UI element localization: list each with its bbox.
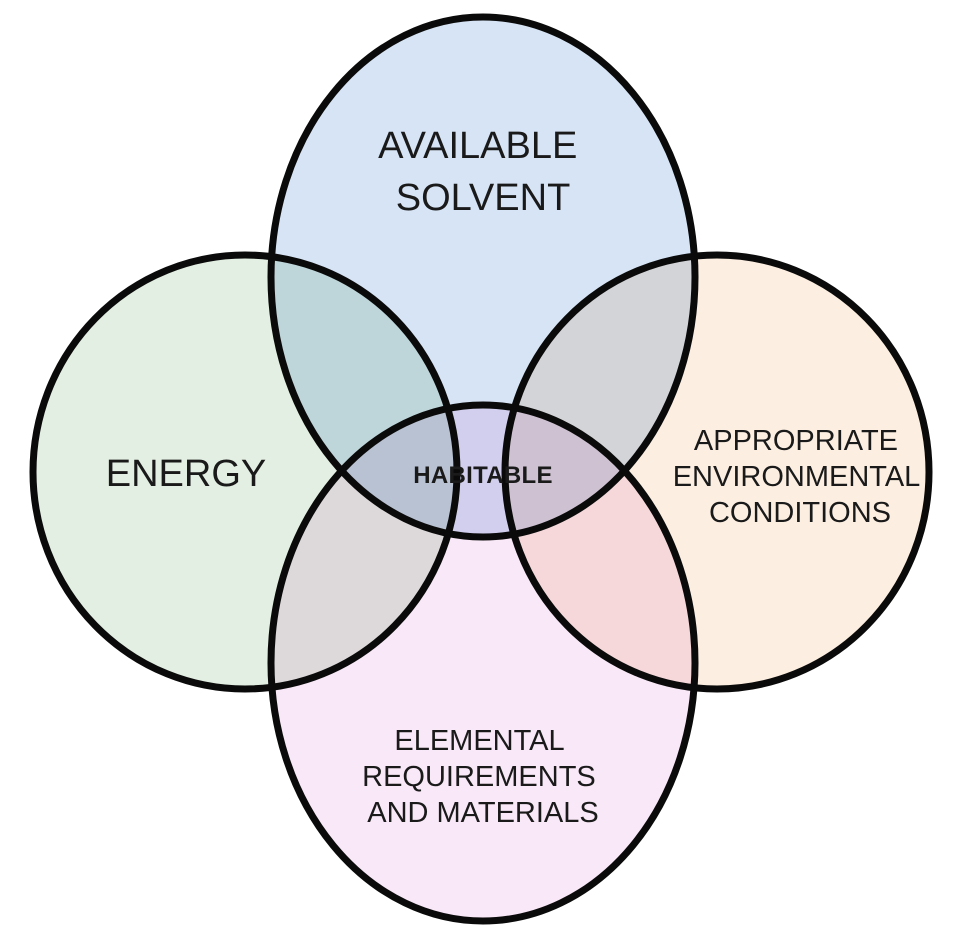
- venn-outline-layer: [29, 13, 933, 925]
- set-label-energy-line1: ENERGY: [106, 453, 266, 495]
- venn-fill-layer: [33, 17, 929, 921]
- set-label-available-solvent: AVAILABLE SOLVENT: [378, 125, 588, 219]
- set-label-available-solvent-line1: AVAILABLE: [378, 125, 577, 167]
- set-label-elemental-requirements-and-materials: ELEMENTAL REQUIREMENTS AND MATERIALS: [362, 725, 604, 829]
- set-label-elemental-requirements-and-materials-line2: REQUIREMENTS: [362, 761, 596, 793]
- set-outline-elemental-requirements-and-materials[interactable]: [267, 401, 699, 925]
- intersection-label-habitable: HABITABLE: [413, 462, 553, 489]
- set-label-appropriate-environmental-conditions-line1: APPROPRIATE: [694, 425, 898, 457]
- set-outline-energy[interactable]: [29, 251, 461, 693]
- venn-label-layer: AVAILABLE SOLVENT ENERGY APPROPRIATE ENV…: [106, 125, 928, 829]
- set-label-available-solvent-line2: SOLVENT: [396, 177, 571, 219]
- set-label-elemental-requirements-and-materials-line1: ELEMENTAL: [394, 725, 564, 757]
- set-outline-appropriate-environmental-conditions[interactable]: [501, 251, 933, 693]
- set-label-appropriate-environmental-conditions-line2: ENVIRONMENTAL: [673, 461, 920, 493]
- set-label-appropriate-environmental-conditions: APPROPRIATE ENVIRONMENTAL CONDITIONS: [673, 425, 928, 529]
- set-label-appropriate-environmental-conditions-line3: CONDITIONS: [709, 497, 891, 529]
- intersection-label-habitable-text: HABITABLE: [413, 462, 553, 489]
- set-label-elemental-requirements-and-materials-line3: AND MATERIALS: [367, 797, 599, 829]
- set-label-energy: ENERGY: [106, 453, 266, 495]
- set-outline-available-solvent[interactable]: [267, 13, 699, 541]
- set-fill-elemental-requirements-and-materials: [271, 405, 695, 921]
